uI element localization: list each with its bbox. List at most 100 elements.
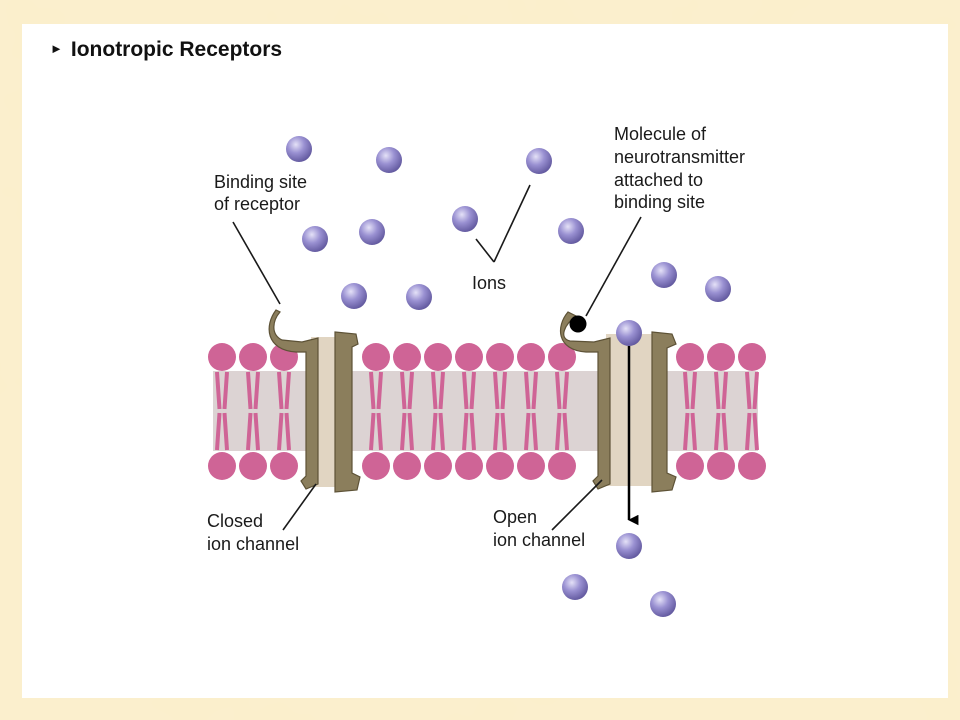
lipid-heads — [208, 343, 766, 480]
ion — [452, 206, 478, 232]
ions — [286, 136, 731, 617]
lipid-tail — [531, 371, 538, 451]
lipid-head-bottom — [486, 452, 514, 480]
leader-lines — [232, 184, 642, 531]
molecule-line-3: attached to — [614, 170, 703, 190]
membrane-core — [213, 371, 758, 451]
lipid-head-bottom — [707, 452, 735, 480]
molecule-label: Molecule of neurotransmitter attached to… — [614, 124, 750, 212]
lipid-tail — [493, 371, 500, 451]
ion — [526, 148, 552, 174]
molecule-line-2: neurotransmitter — [614, 147, 745, 167]
ions-leader-left — [475, 238, 495, 263]
open-channel-pore — [606, 334, 656, 486]
lipid-head-bottom — [548, 452, 576, 480]
ions-leader-right — [493, 184, 531, 263]
lipid-head-bottom — [424, 452, 452, 480]
lipid-tail — [714, 371, 721, 451]
ion — [558, 218, 584, 244]
lipid-head-bottom — [362, 452, 390, 480]
closed-line-1: Closed — [207, 511, 263, 531]
open-channel-label: Open ion channel — [493, 507, 585, 550]
lipid-head-top — [707, 343, 735, 371]
lipid-tail — [562, 371, 569, 451]
neurotransmitter-molecule — [569, 315, 587, 333]
lipid-head-top — [424, 343, 452, 371]
lipid-head-top — [393, 343, 421, 371]
lipid-head-bottom — [270, 452, 298, 480]
lipid-tail — [277, 371, 284, 451]
cell-membrane — [208, 343, 766, 480]
ion — [616, 320, 642, 346]
binding-site-line-2: of receptor — [214, 194, 300, 214]
ion — [406, 284, 432, 310]
lipid-head-bottom — [393, 452, 421, 480]
ion — [651, 262, 677, 288]
lipid-head-top — [362, 343, 390, 371]
ion — [562, 574, 588, 600]
lipid-tail — [462, 371, 469, 451]
lipid-tail — [555, 371, 562, 451]
ions-label: Ions — [472, 273, 506, 293]
lipid-head-bottom — [239, 452, 267, 480]
lipid-tail — [284, 371, 291, 451]
lipid-tail — [745, 371, 752, 451]
lipid-tail — [246, 371, 253, 451]
ion — [359, 219, 385, 245]
lipid-tail — [438, 371, 445, 451]
ion — [616, 533, 642, 559]
lipid-head-bottom — [208, 452, 236, 480]
lipid-tail — [683, 371, 690, 451]
open-line-1: Open — [493, 507, 537, 527]
lipid-tail — [524, 371, 531, 451]
lipid-tail — [431, 371, 438, 451]
lipid-head-top — [738, 343, 766, 371]
closed-channel-leader — [282, 483, 317, 531]
lipid-head-top — [548, 343, 576, 371]
binding-site-label: Binding site of receptor — [214, 172, 312, 214]
binding-site-leader — [232, 221, 281, 305]
open-line-2: ion channel — [493, 530, 585, 550]
molecule-line-4: binding site — [614, 192, 705, 212]
lipid-head-top — [455, 343, 483, 371]
lipid-head-bottom — [738, 452, 766, 480]
lipid-tail — [369, 371, 376, 451]
open-ion-channel — [560, 311, 677, 493]
lipid-head-bottom — [455, 452, 483, 480]
lipid-tail — [690, 371, 697, 451]
molecule-leader — [585, 216, 642, 317]
lipid-tails — [215, 371, 759, 451]
lipid-head-bottom — [517, 452, 545, 480]
ion — [376, 147, 402, 173]
open-channel-left-protein — [560, 311, 611, 490]
ion — [302, 226, 328, 252]
lipid-head-top — [486, 343, 514, 371]
lipid-tail — [400, 371, 407, 451]
closed-line-2: ion channel — [207, 534, 299, 554]
closed-ion-channel — [268, 309, 361, 493]
ion — [705, 276, 731, 302]
lipid-tail — [500, 371, 507, 451]
lipid-tail — [222, 371, 229, 451]
lipid-head-top — [239, 343, 267, 371]
lipid-tail — [721, 371, 728, 451]
lipid-tail — [253, 371, 260, 451]
closed-channel-label: Closed ion channel — [207, 511, 299, 554]
lipid-tail — [752, 371, 759, 451]
title-text: Ionotropic Receptors — [70, 38, 283, 61]
lipid-head-top — [676, 343, 704, 371]
right-triangle-icon: ► — [50, 41, 63, 56]
open-channel-leader — [551, 479, 603, 531]
lipid-head-bottom — [676, 452, 704, 480]
lipid-tail — [376, 371, 383, 451]
lipid-tail — [407, 371, 414, 451]
closed-channel-right-protein — [334, 331, 361, 493]
lipid-head-top — [517, 343, 545, 371]
lipid-head-top — [208, 343, 236, 371]
lipid-tail — [215, 371, 222, 451]
slide-title: ► Ionotropic Receptors — [50, 38, 282, 62]
binding-site-line-1: Binding site — [214, 172, 307, 192]
ion — [341, 283, 367, 309]
ion — [650, 591, 676, 617]
